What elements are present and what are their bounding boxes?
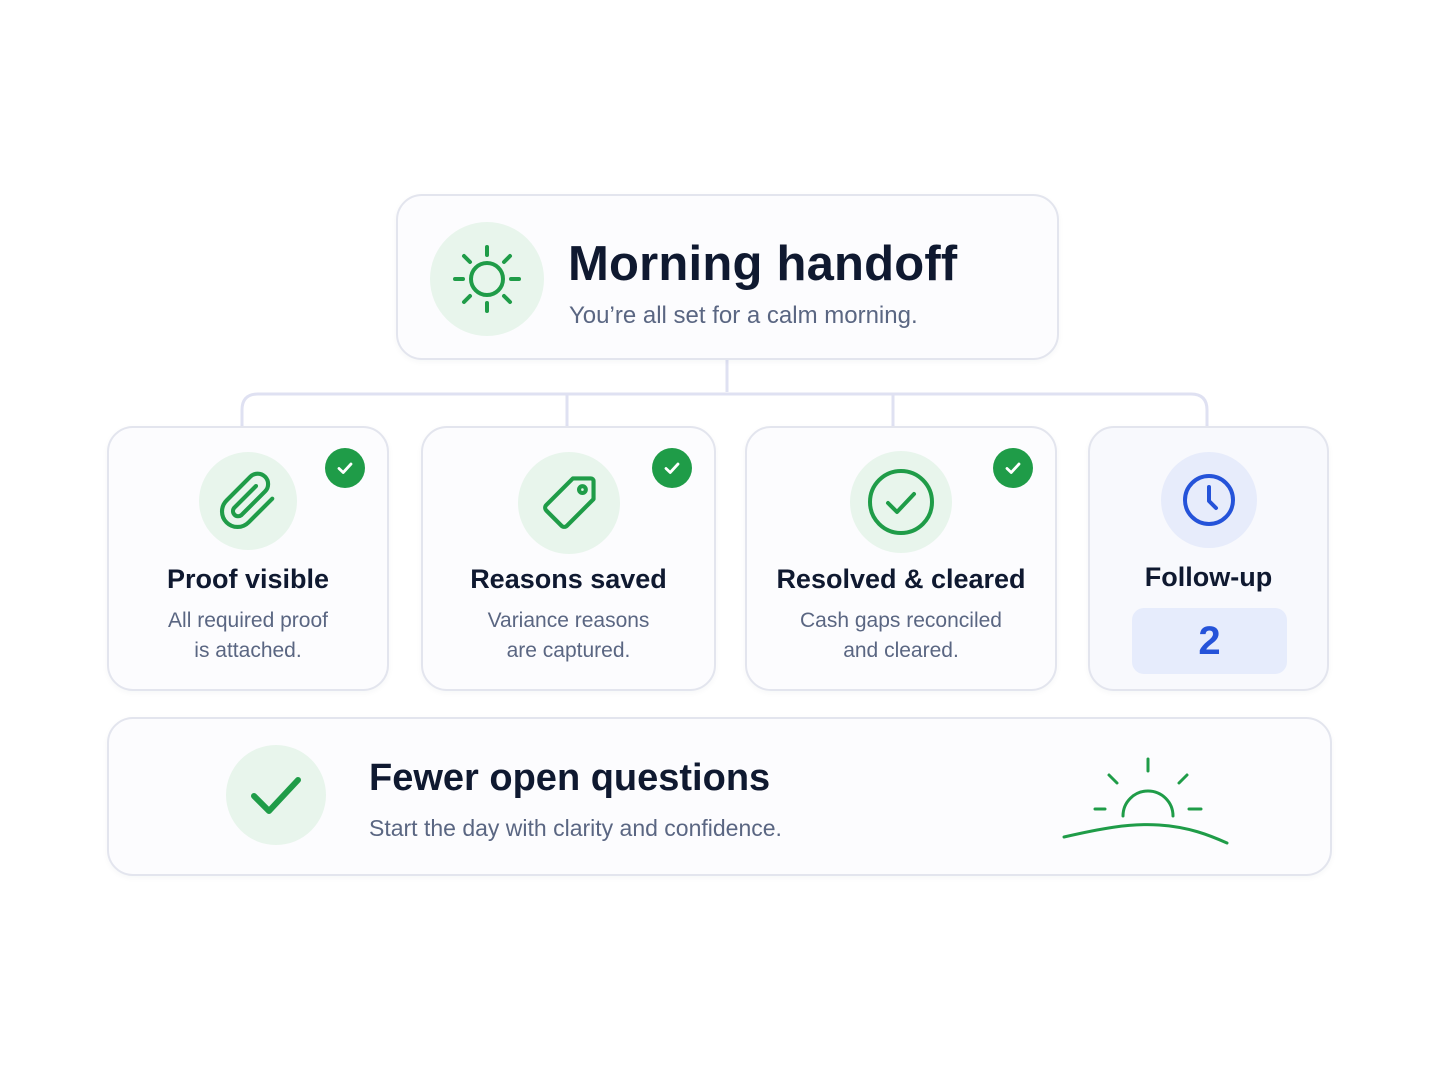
- step-card-reasons-saved: Reasons saved Variance reasons are captu…: [421, 426, 716, 691]
- step-description-line: are captured.: [506, 639, 631, 662]
- step-description-line: is attached.: [194, 639, 302, 662]
- clock-icon: [1182, 474, 1235, 526]
- complete-check-badge: [652, 448, 692, 488]
- step-description-line: Cash gaps reconciled: [800, 609, 1002, 632]
- tag-icon: [542, 476, 596, 529]
- step-card-follow-up: Follow-up 2: [1088, 426, 1329, 691]
- checkmark-icon: [1005, 462, 1021, 474]
- page-title: Morning handoff: [568, 237, 958, 291]
- sun-icon: [453, 245, 521, 313]
- step-card-proof-visible: Proof visible All required proof is atta…: [107, 426, 389, 691]
- sun-icon-container: [430, 222, 544, 336]
- check-icon-container: [226, 745, 326, 845]
- paperclip-icon-container: [199, 452, 297, 550]
- paperclip-icon: [219, 471, 275, 530]
- page-subtitle: You’re all set for a calm morning.: [569, 302, 918, 329]
- check-circle-icon-container: [850, 451, 952, 553]
- complete-check-badge: [325, 448, 365, 488]
- tag-icon-container: [517, 452, 620, 554]
- complete-check-badge: [993, 448, 1033, 488]
- checkmark-icon: [337, 462, 353, 474]
- step-description: All required proof is attached.: [109, 606, 387, 666]
- sunrise-icon: [1062, 757, 1229, 845]
- checkmark-icon: [664, 462, 680, 474]
- summary-title: Fewer open questions: [369, 757, 771, 799]
- step-title: Reasons saved: [470, 564, 667, 594]
- step-title: Follow-up: [1144, 562, 1273, 592]
- check-circle-icon: [868, 469, 934, 535]
- step-description: Cash gaps reconciled and cleared.: [747, 606, 1055, 666]
- check-icon: [251, 777, 301, 814]
- step-description: Variance reasons are captured.: [423, 606, 714, 666]
- step-card-resolved-cleared: Resolved & cleared Cash gaps reconciled …: [745, 426, 1057, 691]
- clock-icon-container: [1160, 452, 1257, 548]
- step-title: Proof visible: [166, 564, 330, 594]
- step-description-line: and cleared.: [843, 639, 959, 662]
- follow-up-count-badge: 2: [1132, 608, 1287, 674]
- summary-subtitle: Start the day with clarity and confidenc…: [369, 815, 782, 841]
- step-description-line: All required proof: [168, 609, 328, 632]
- step-description-line: Variance reasons: [487, 609, 650, 632]
- step-title: Resolved & cleared: [776, 564, 1026, 594]
- handoff-header-card: Morning handoff You’re all set for a cal…: [396, 194, 1059, 360]
- summary-card: Fewer open questions Start the day with …: [107, 717, 1332, 876]
